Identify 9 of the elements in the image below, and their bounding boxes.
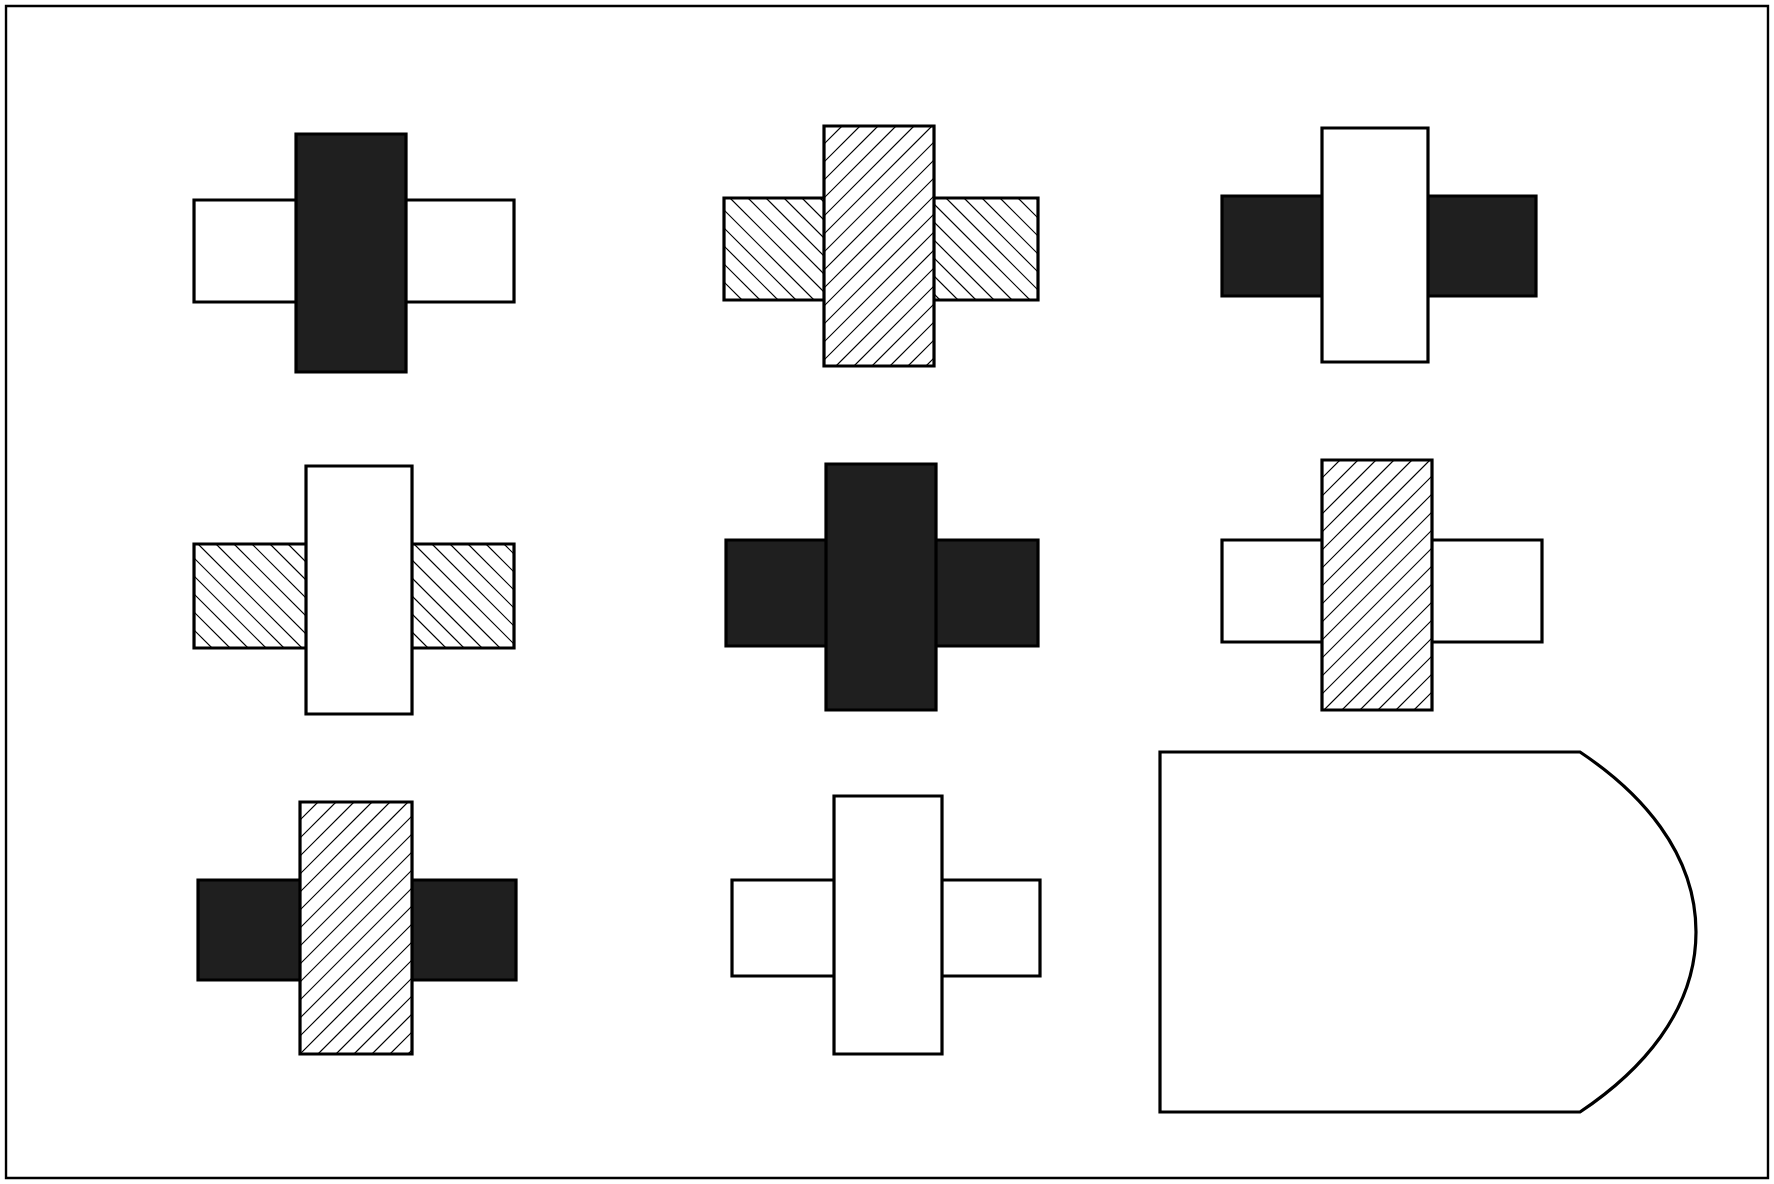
cross-shape: [192, 132, 516, 374]
cross-shape: [1220, 458, 1544, 712]
cross-shape: [722, 124, 1040, 368]
cross-shape: [730, 794, 1042, 1056]
cross-shape: [1220, 126, 1538, 364]
pointed-box: [1158, 750, 1698, 1114]
cross-shape: [192, 464, 516, 716]
cross-shape: [724, 462, 1040, 712]
cross-shape: [196, 800, 518, 1056]
